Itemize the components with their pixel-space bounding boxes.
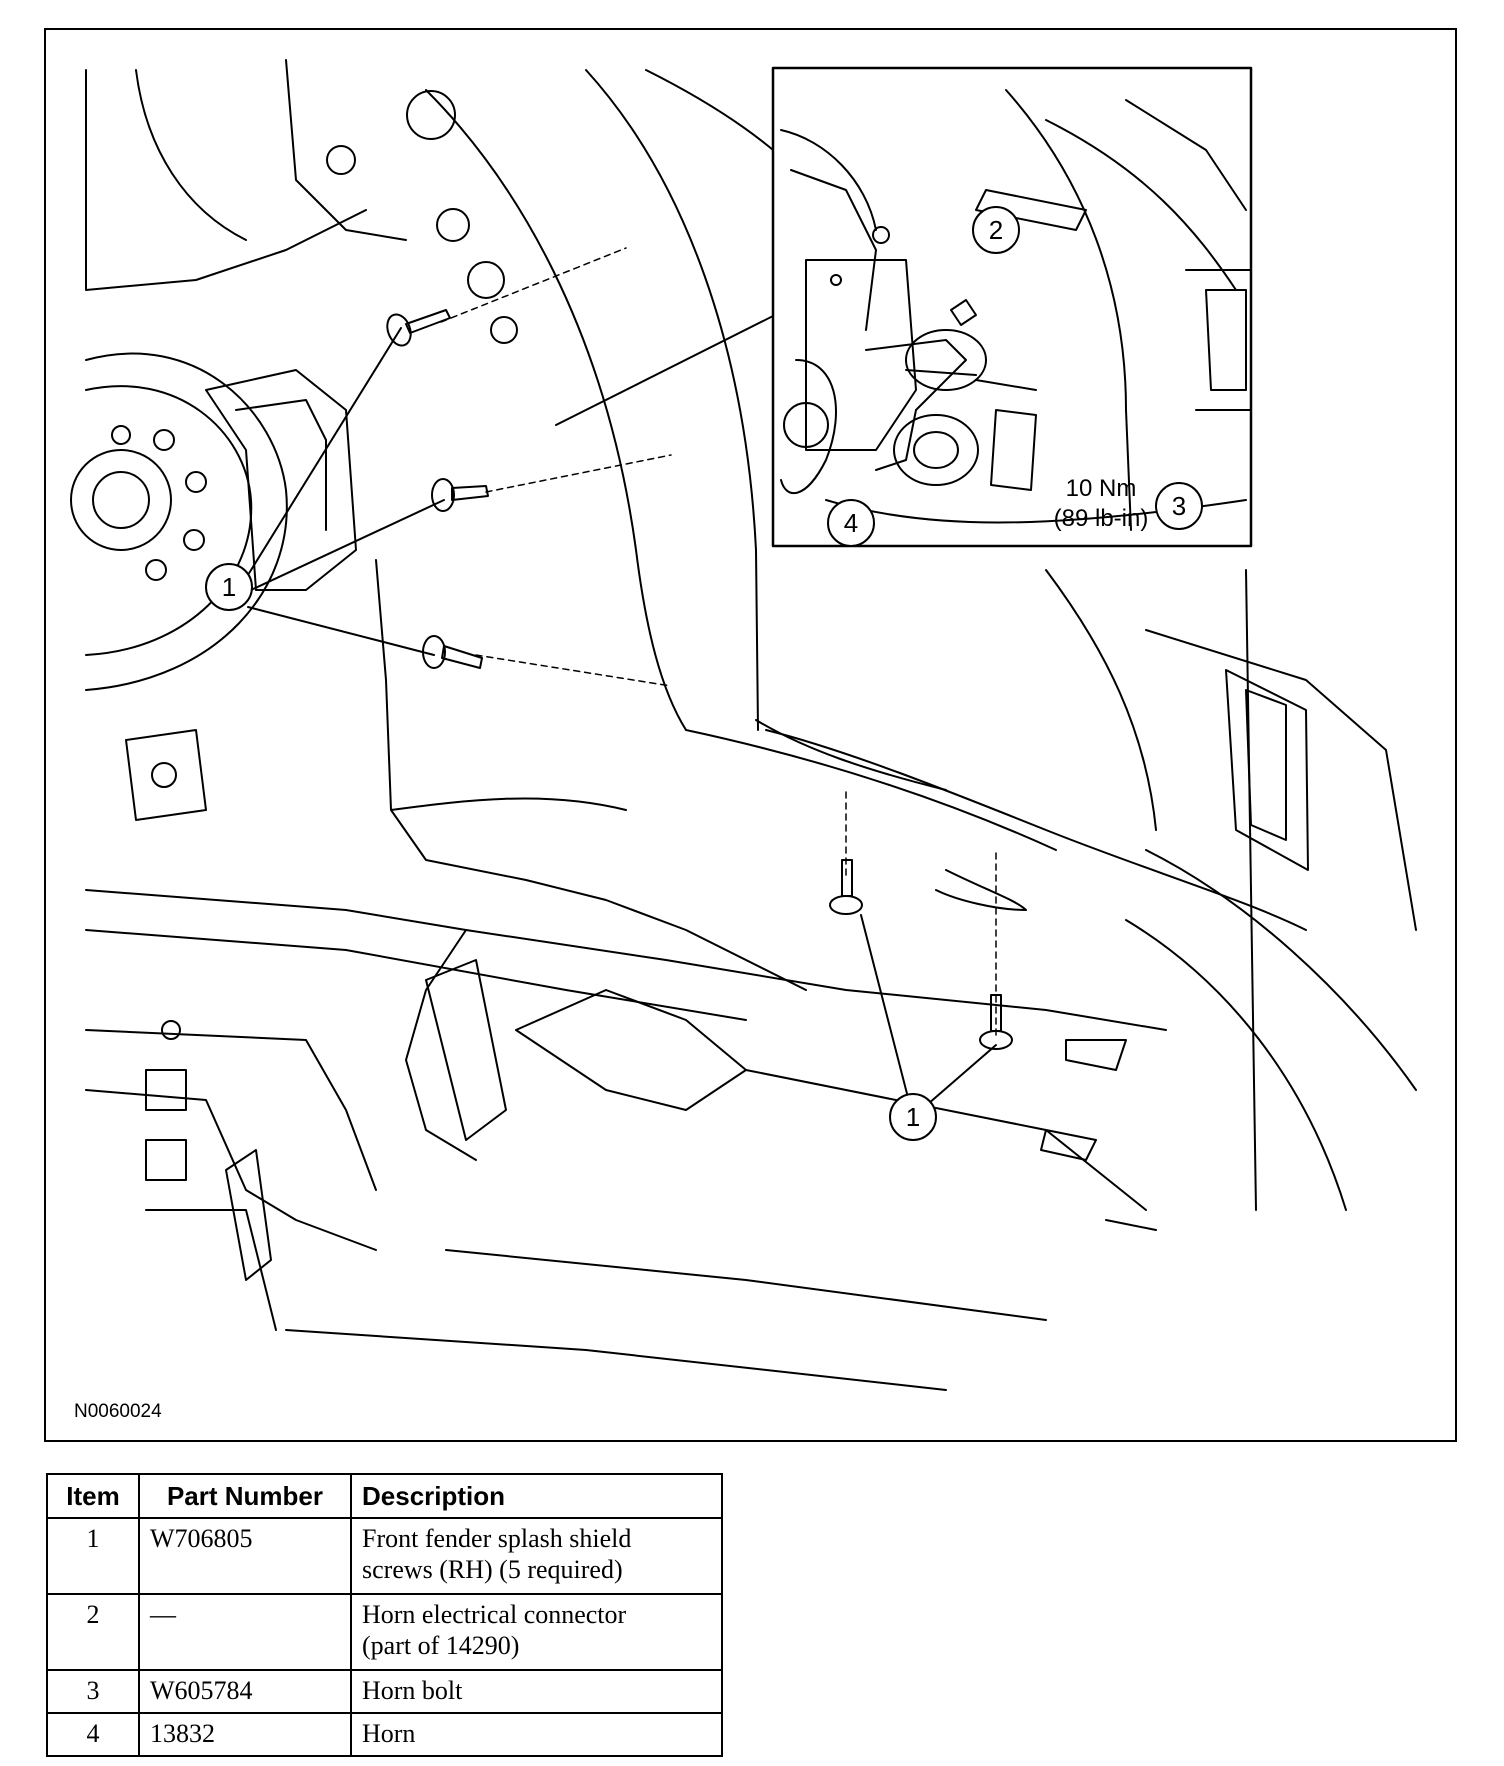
cell-item: 3 — [46, 1669, 140, 1714]
table-header-row: Item Part Number Description — [46, 1473, 723, 1519]
torque-value-imperial: (89 lb-in) — [1054, 505, 1149, 532]
description-line: (part of 14290) — [362, 1631, 520, 1660]
callout-3-circle — [1155, 482, 1203, 530]
cell-description: Horn — [350, 1712, 723, 1757]
cell-item: 1 — [46, 1517, 140, 1595]
table-row: 3 W605784 Horn bolt — [46, 1669, 723, 1714]
figure-id: N0060024 — [74, 1401, 162, 1422]
table-row: 2 — Horn electrical connector (part of 1… — [46, 1593, 723, 1671]
callout-4-circle — [827, 499, 875, 547]
cell-description: Front fender splash shield screws (RH) (… — [350, 1517, 723, 1595]
vehicle-structure-lines — [70, 59, 1417, 1391]
cell-description: Horn electrical connector (part of 14290… — [350, 1593, 723, 1671]
description-line: screws (RH) (5 required) — [362, 1555, 623, 1584]
screw-icon — [386, 309, 451, 347]
torque-value: 10 Nm — [1066, 475, 1137, 502]
parts-table: Item Part Number Description 1 W706805 F… — [46, 1473, 723, 1757]
screw-icon — [422, 635, 483, 669]
screw-icon — [431, 478, 489, 512]
cell-part-number: 13832 — [138, 1712, 352, 1757]
header-description: Description — [350, 1473, 723, 1519]
callout-1-circle — [205, 563, 253, 611]
exploded-view-figure: 1 1 2 3 4 10 Nm (89 lb-in) N0060024 — [44, 28, 1457, 1442]
screw-icon — [829, 859, 863, 915]
leader-lines — [242, 239, 1170, 1118]
cell-description: Horn bolt — [350, 1669, 723, 1714]
callout-4-label: 4 — [844, 508, 858, 538]
table-row: 4 13832 Horn — [46, 1712, 723, 1757]
callout-1-circle — [889, 1093, 937, 1141]
cell-item: 4 — [46, 1712, 140, 1757]
description-line: Front fender splash shield — [362, 1524, 632, 1553]
description-line: Horn — [362, 1719, 416, 1748]
cell-item: 2 — [46, 1593, 140, 1671]
description-line: Horn bolt — [362, 1676, 463, 1705]
callout-1-label: 1 — [222, 572, 236, 602]
table-row: 1 W706805 Front fender splash shield scr… — [46, 1517, 723, 1595]
callout-1-label: 1 — [906, 1102, 920, 1132]
cell-part-number: W706805 — [138, 1517, 352, 1595]
cell-part-number: W605784 — [138, 1669, 352, 1714]
callout-3-label: 3 — [1172, 491, 1186, 521]
header-part-number: Part Number — [138, 1473, 352, 1519]
line-art-drawing: 1 1 2 3 4 10 Nm (89 lb-in) N0060024 — [70, 59, 1417, 1422]
screw-icon — [979, 994, 1013, 1050]
cell-part-number: — — [138, 1593, 352, 1671]
callout-2-label: 2 — [989, 215, 1003, 245]
callout-2-circle — [972, 206, 1020, 254]
description-line: Horn electrical connector — [362, 1600, 627, 1629]
header-item: Item — [46, 1473, 140, 1519]
detail-inset — [771, 66, 1253, 548]
